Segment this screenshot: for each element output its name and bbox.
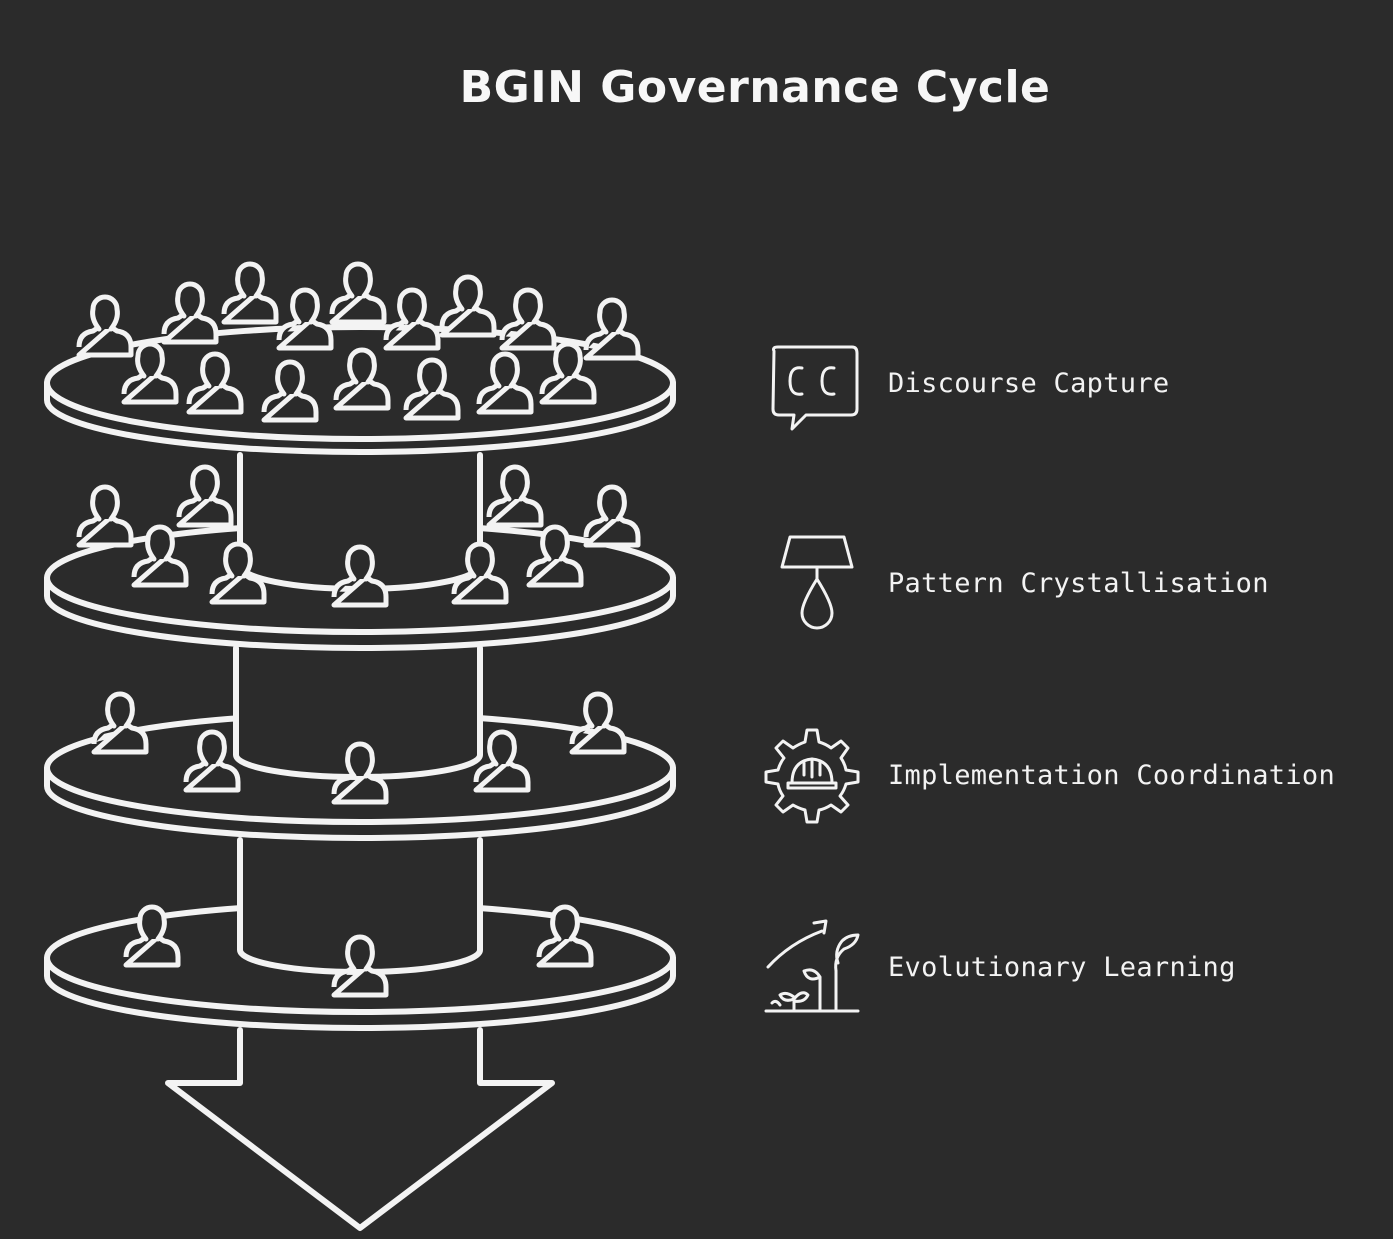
legend-item-implementation-coordination: Implementation Coordination (762, 725, 1382, 825)
person-icon (331, 741, 389, 805)
legend-item-pattern-crystallisation: Pattern Crystallisation (762, 533, 1382, 633)
person-icon (121, 341, 179, 405)
person-icon (209, 541, 267, 605)
closed-captions-speech-bubble-icon (762, 333, 868, 433)
tier-4-people (123, 904, 594, 998)
person-icon (526, 524, 584, 588)
person-icon (569, 691, 627, 755)
person-icon (76, 294, 134, 358)
growing-sprout-arrow-icon (762, 917, 868, 1017)
legend-item-discourse-capture: Discourse Capture (762, 333, 1382, 433)
person-icon (451, 541, 509, 605)
person-icon (161, 281, 219, 345)
person-icon (473, 729, 531, 793)
gear-hardhat-icon (762, 725, 868, 825)
person-icon (486, 464, 544, 528)
legend-item-evolutionary-learning: Evolutionary Learning (762, 917, 1382, 1017)
legend-label: Evolutionary Learning (888, 951, 1236, 983)
person-icon (476, 351, 534, 415)
person-icon (329, 261, 387, 325)
legend-label: Discourse Capture (888, 367, 1170, 399)
person-icon (331, 544, 389, 608)
person-icon (383, 287, 441, 351)
person-icon (403, 357, 461, 421)
person-icon (183, 729, 241, 793)
person-icon (176, 464, 234, 528)
person-icon (123, 904, 181, 968)
lamp-droplet-icon (762, 533, 868, 633)
person-icon (221, 261, 279, 325)
diagram-title: BGIN Governance Cycle (459, 62, 1051, 113)
person-icon (583, 484, 641, 548)
person-icon (186, 351, 244, 415)
person-icon (261, 359, 319, 423)
person-icon (91, 691, 149, 755)
person-icon (583, 297, 641, 361)
person-icon (539, 341, 597, 405)
person-icon (76, 484, 134, 548)
person-icon (536, 904, 594, 968)
legend-label: Implementation Coordination (888, 759, 1335, 791)
legend-label: Pattern Crystallisation (888, 567, 1269, 599)
tier-2-people (76, 464, 641, 608)
person-icon (131, 524, 189, 588)
tier-3-people (91, 691, 627, 805)
person-icon (439, 274, 497, 338)
person-icon (276, 287, 334, 351)
person-icon (331, 934, 389, 998)
tier-1-people (76, 261, 641, 423)
person-icon (499, 287, 557, 351)
person-icon (333, 347, 391, 411)
down-arrow (165, 1027, 555, 1231)
governance-stack-illustration (44, 261, 676, 1231)
